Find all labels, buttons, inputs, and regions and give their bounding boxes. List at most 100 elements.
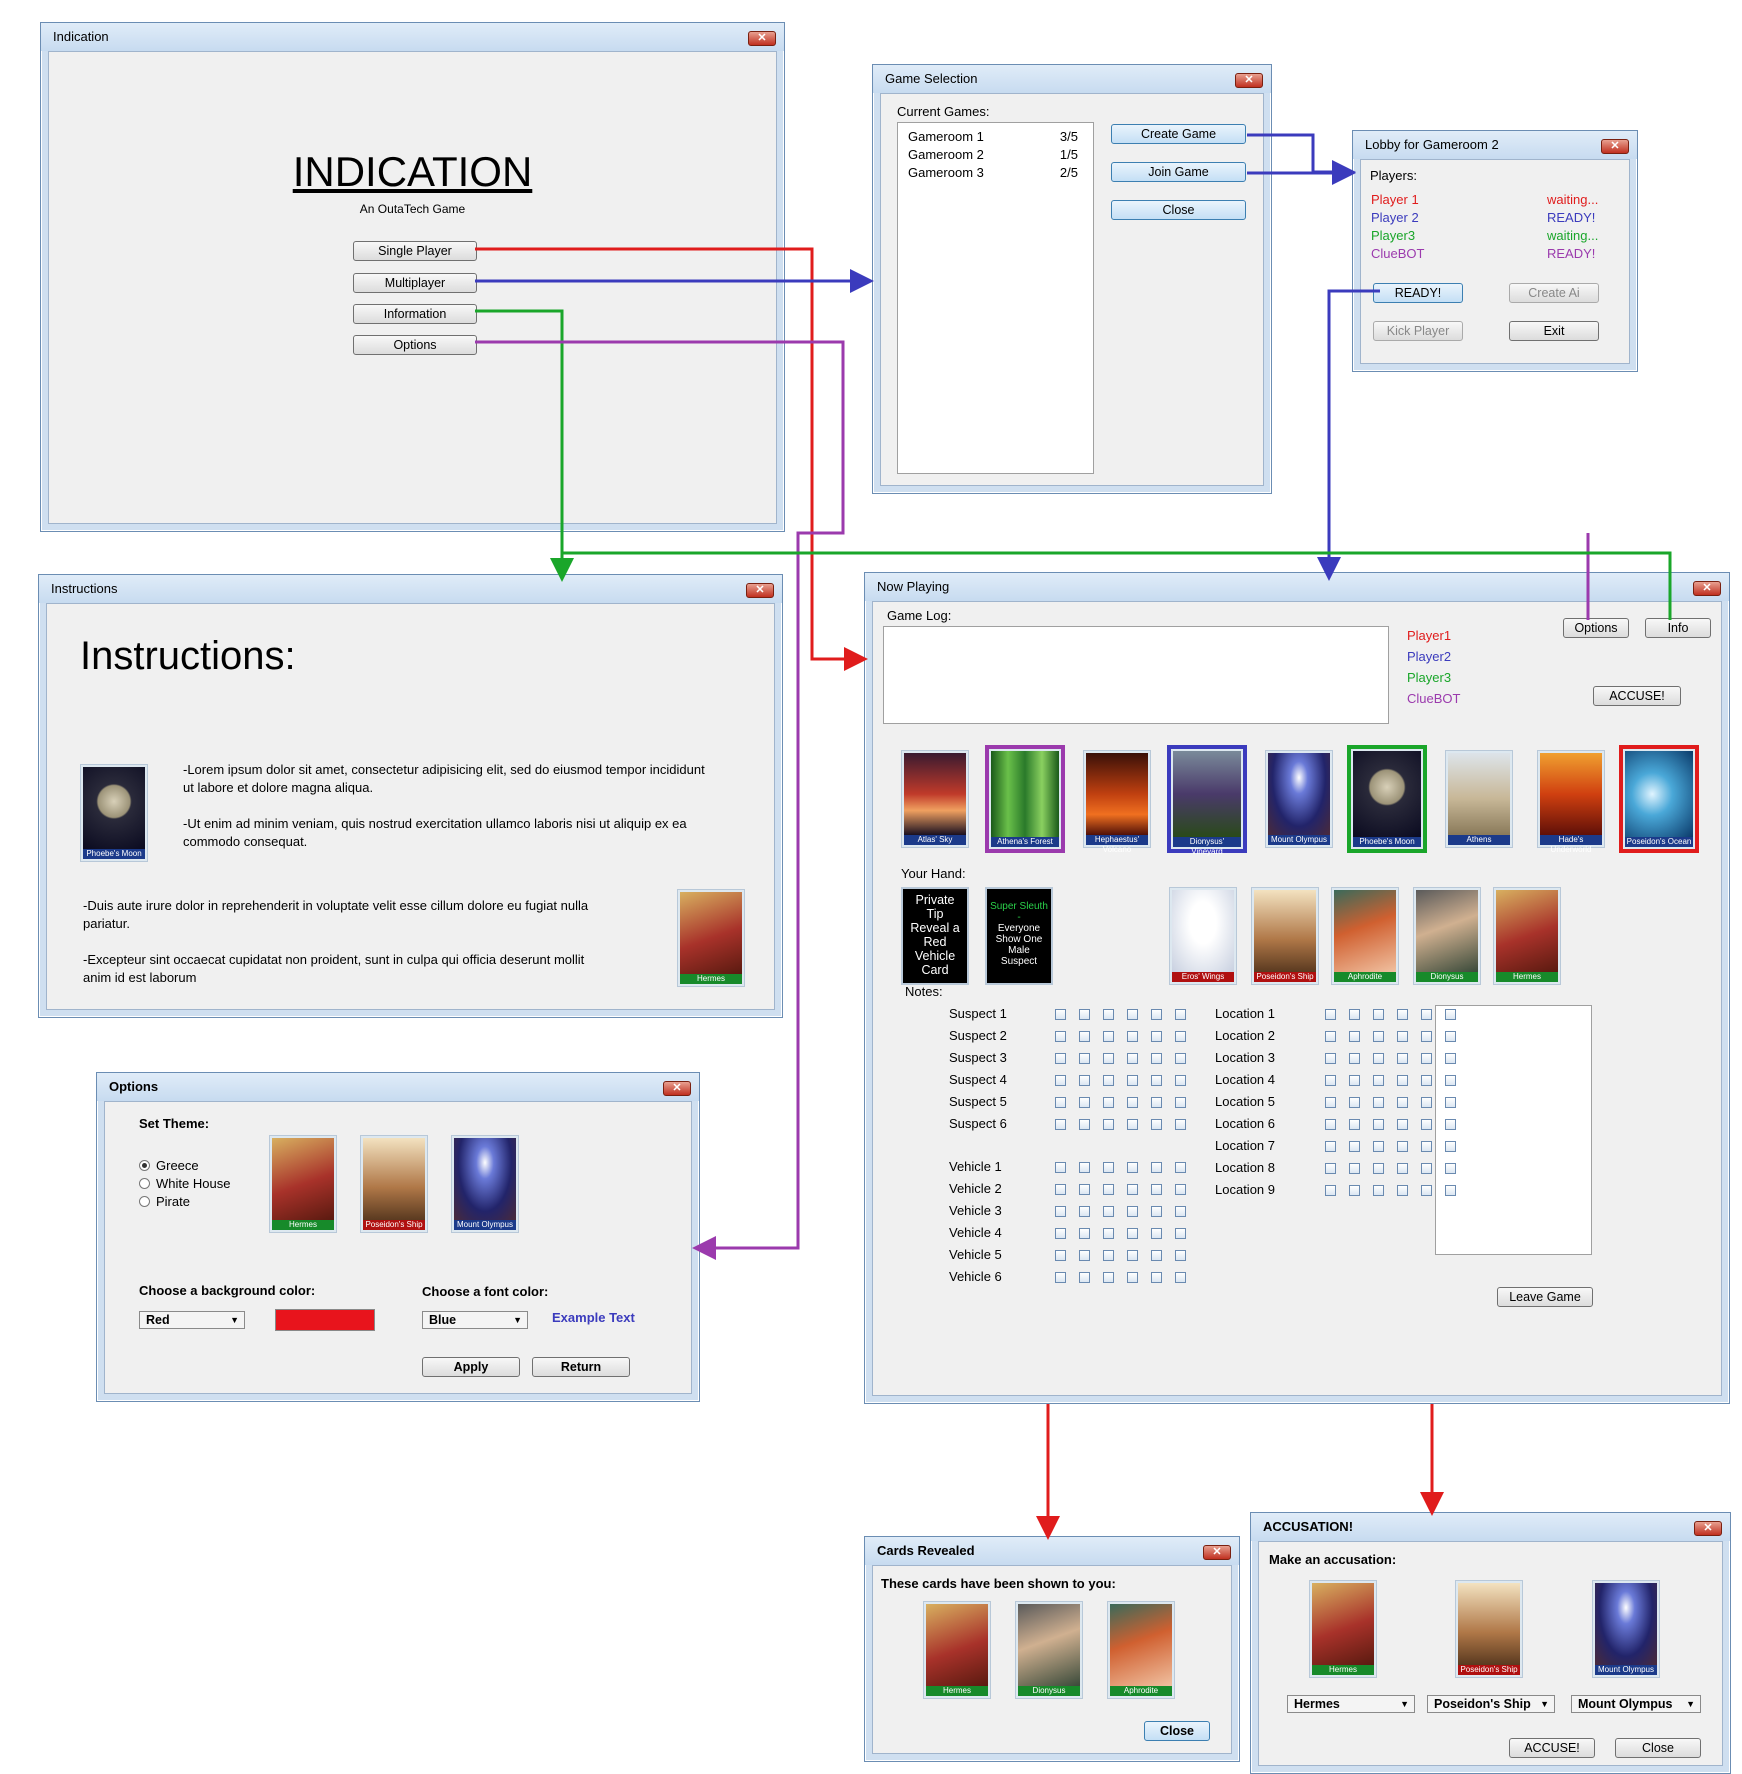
note-checkbox[interactable] — [1175, 1119, 1186, 1130]
note-checkbox[interactable] — [1325, 1009, 1336, 1020]
note-checkbox[interactable] — [1055, 1031, 1066, 1042]
note-checkbox[interactable] — [1079, 1075, 1090, 1086]
note-checkbox[interactable] — [1325, 1075, 1336, 1086]
location-card-phoebes-moon[interactable]: Phoebe's Moon — [1347, 745, 1427, 853]
note-checkbox[interactable] — [1127, 1119, 1138, 1130]
note-checkbox[interactable] — [1349, 1185, 1360, 1196]
note-checkbox[interactable] — [1175, 1031, 1186, 1042]
note-checkbox[interactable] — [1151, 1250, 1162, 1261]
note-checkbox[interactable] — [1103, 1031, 1114, 1042]
note-checkbox[interactable] — [1349, 1141, 1360, 1152]
note-checkbox[interactable] — [1373, 1185, 1384, 1196]
note-checkbox[interactable] — [1325, 1185, 1336, 1196]
theme-pirate-radio[interactable] — [139, 1196, 150, 1207]
note-checkbox[interactable] — [1175, 1075, 1186, 1086]
close-icon[interactable]: ✕ — [746, 583, 774, 598]
options-button[interactable]: Options — [1563, 618, 1629, 638]
note-checkbox[interactable] — [1397, 1075, 1408, 1086]
location-card-dionysus-vineyard[interactable]: Dionysus' Vineyard — [1167, 745, 1247, 856]
note-checkbox[interactable] — [1055, 1228, 1066, 1239]
note-checkbox[interactable] — [1127, 1053, 1138, 1064]
hand-card-dionysus[interactable]: Dionysus — [1413, 887, 1481, 985]
note-checkbox[interactable] — [1421, 1141, 1432, 1152]
bg-color-select[interactable]: Red▼ — [139, 1311, 245, 1329]
close-icon[interactable]: ✕ — [748, 31, 776, 46]
note-checkbox[interactable] — [1127, 1031, 1138, 1042]
note-checkbox[interactable] — [1175, 1162, 1186, 1173]
note-checkbox[interactable] — [1175, 1272, 1186, 1283]
note-checkbox[interactable] — [1151, 1053, 1162, 1064]
note-checkbox[interactable] — [1445, 1163, 1456, 1174]
notes-textarea[interactable] — [1435, 1005, 1592, 1255]
note-checkbox[interactable] — [1151, 1162, 1162, 1173]
location-card-athens[interactable]: Athens — [1445, 750, 1513, 848]
location-card-mount-olympus[interactable]: Mount Olympus — [1265, 750, 1333, 848]
note-checkbox[interactable] — [1175, 1184, 1186, 1195]
note-checkbox[interactable] — [1055, 1119, 1066, 1130]
single-player-button[interactable]: Single Player — [353, 241, 477, 261]
note-checkbox[interactable] — [1151, 1009, 1162, 1020]
leave-game-button[interactable]: Leave Game — [1497, 1287, 1593, 1307]
note-checkbox[interactable] — [1151, 1228, 1162, 1239]
vehicle-select[interactable]: Poseidon's Ship▼ — [1427, 1695, 1555, 1713]
note-checkbox[interactable] — [1127, 1009, 1138, 1020]
note-checkbox[interactable] — [1349, 1097, 1360, 1108]
note-checkbox[interactable] — [1349, 1053, 1360, 1064]
note-checkbox[interactable] — [1421, 1031, 1432, 1042]
note-checkbox[interactable] — [1397, 1119, 1408, 1130]
suspect-select[interactable]: Hermes▼ — [1287, 1695, 1415, 1713]
note-checkbox[interactable] — [1325, 1163, 1336, 1174]
location-card-athenas-forest[interactable]: Athena's Forest — [985, 745, 1065, 853]
note-checkbox[interactable] — [1445, 1031, 1456, 1042]
note-checkbox[interactable] — [1397, 1185, 1408, 1196]
note-checkbox[interactable] — [1079, 1272, 1090, 1283]
note-checkbox[interactable] — [1445, 1141, 1456, 1152]
note-checkbox[interactable] — [1079, 1184, 1090, 1195]
note-checkbox[interactable] — [1175, 1206, 1186, 1217]
note-checkbox[interactable] — [1373, 1141, 1384, 1152]
note-checkbox[interactable] — [1397, 1009, 1408, 1020]
note-checkbox[interactable] — [1445, 1097, 1456, 1108]
note-checkbox[interactable] — [1103, 1184, 1114, 1195]
close-button[interactable]: Close — [1615, 1738, 1701, 1758]
note-checkbox[interactable] — [1127, 1228, 1138, 1239]
note-checkbox[interactable] — [1397, 1053, 1408, 1064]
note-checkbox[interactable] — [1151, 1206, 1162, 1217]
hand-card-hermes[interactable]: Hermes — [1493, 887, 1561, 985]
note-checkbox[interactable] — [1373, 1053, 1384, 1064]
note-checkbox[interactable] — [1079, 1031, 1090, 1042]
note-checkbox[interactable] — [1397, 1097, 1408, 1108]
note-checkbox[interactable] — [1421, 1119, 1432, 1130]
note-checkbox[interactable] — [1055, 1184, 1066, 1195]
note-checkbox[interactable] — [1325, 1031, 1336, 1042]
note-checkbox[interactable] — [1103, 1009, 1114, 1020]
note-checkbox[interactable] — [1397, 1163, 1408, 1174]
information-button[interactable]: Information — [353, 304, 477, 324]
note-checkbox[interactable] — [1151, 1272, 1162, 1283]
location-card-atlas-sky[interactable]: Atlas' Sky — [901, 750, 969, 848]
font-color-select[interactable]: Blue▼ — [422, 1311, 528, 1329]
note-checkbox[interactable] — [1421, 1185, 1432, 1196]
note-checkbox[interactable] — [1055, 1206, 1066, 1217]
note-checkbox[interactable] — [1373, 1163, 1384, 1174]
tip-card-super-sleuth[interactable]: Super Sleuth - Everyone Show One Male Su… — [985, 887, 1053, 985]
close-button[interactable]: Close — [1144, 1721, 1210, 1741]
tip-card-private[interactable]: Private Tip Reveal a Red Vehicle Card — [901, 887, 969, 985]
note-checkbox[interactable] — [1325, 1119, 1336, 1130]
note-checkbox[interactable] — [1055, 1097, 1066, 1108]
note-checkbox[interactable] — [1445, 1119, 1456, 1130]
note-checkbox[interactable] — [1055, 1009, 1066, 1020]
ready-button[interactable]: READY! — [1373, 283, 1463, 303]
info-button[interactable]: Info — [1645, 618, 1711, 638]
note-checkbox[interactable] — [1079, 1097, 1090, 1108]
note-checkbox[interactable] — [1103, 1206, 1114, 1217]
location-select[interactable]: Mount Olympus▼ — [1571, 1695, 1701, 1713]
note-checkbox[interactable] — [1151, 1184, 1162, 1195]
note-checkbox[interactable] — [1055, 1162, 1066, 1173]
note-checkbox[interactable] — [1127, 1075, 1138, 1086]
exit-button[interactable]: Exit — [1509, 321, 1599, 341]
note-checkbox[interactable] — [1079, 1228, 1090, 1239]
location-card-poseidons-ocean[interactable]: Poseidon's Ocean — [1619, 745, 1699, 853]
